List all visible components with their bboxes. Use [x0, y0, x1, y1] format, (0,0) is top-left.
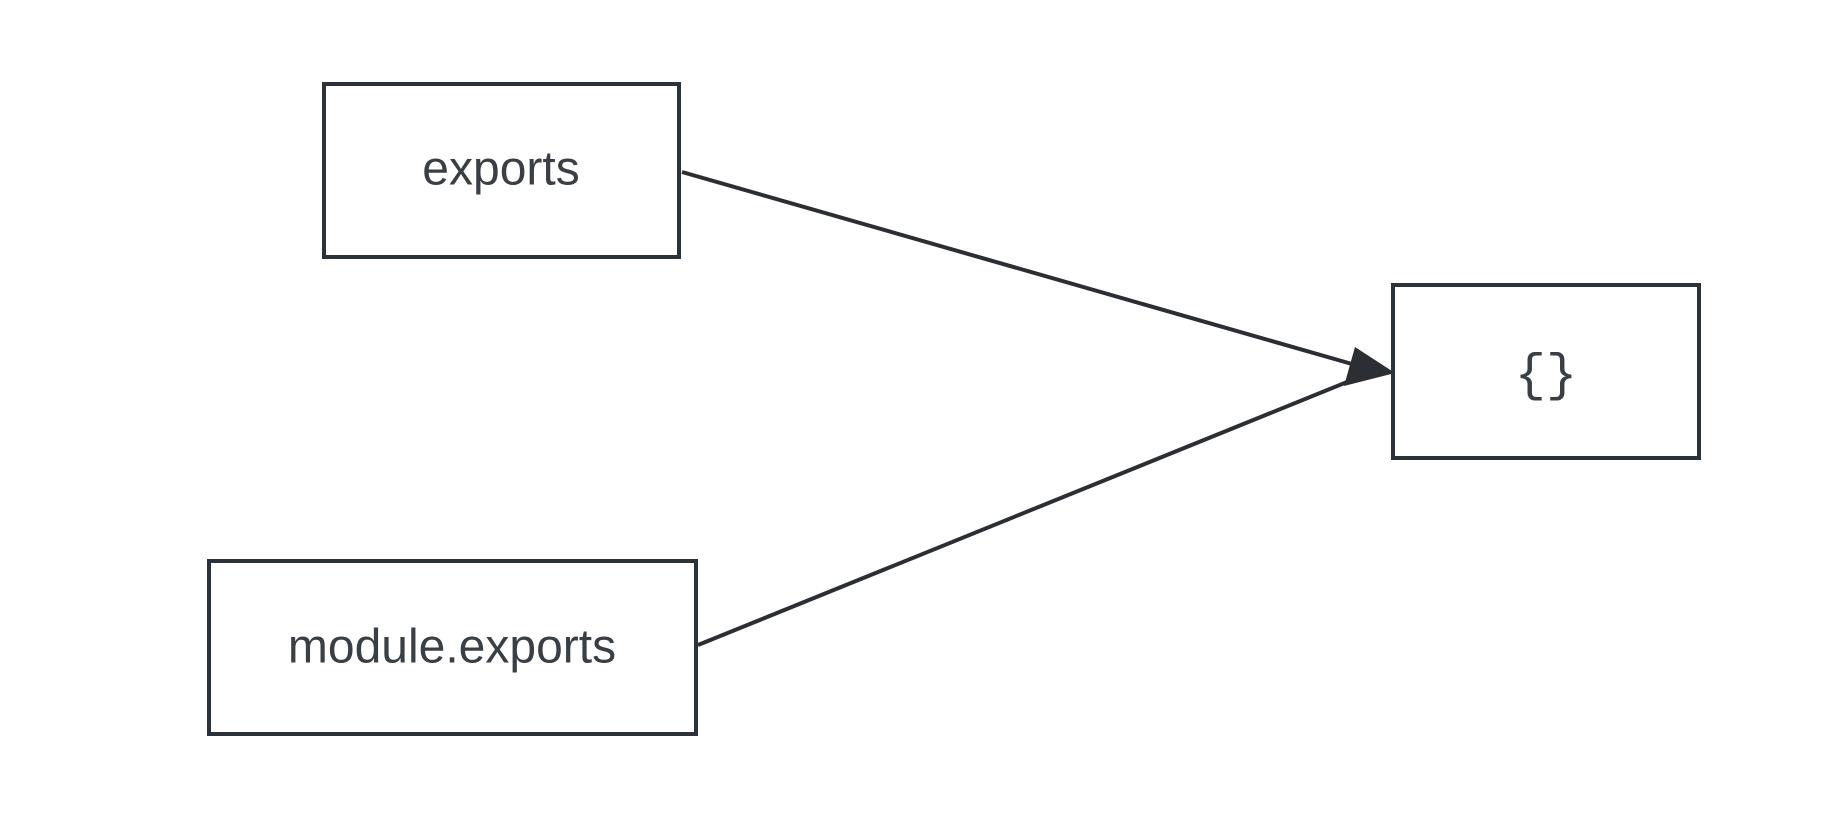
node-object: {} — [1391, 283, 1701, 460]
node-box — [207, 559, 698, 736]
node-label: exports — [422, 143, 579, 196]
node-exports: exports — [322, 82, 681, 259]
node-label: module.exports — [288, 621, 616, 674]
edge-line — [697, 378, 1353, 647]
arrowhead-icon — [1344, 347, 1395, 386]
node-box — [1391, 283, 1701, 460]
node-box — [322, 82, 681, 259]
edge-module-exports-to-object — [697, 378, 1353, 647]
edge-exports-to-object — [681, 170, 1395, 386]
node-module-exports: module.exports — [207, 559, 698, 736]
edge-line — [681, 170, 1353, 366]
node-label: {} — [1515, 347, 1577, 406]
